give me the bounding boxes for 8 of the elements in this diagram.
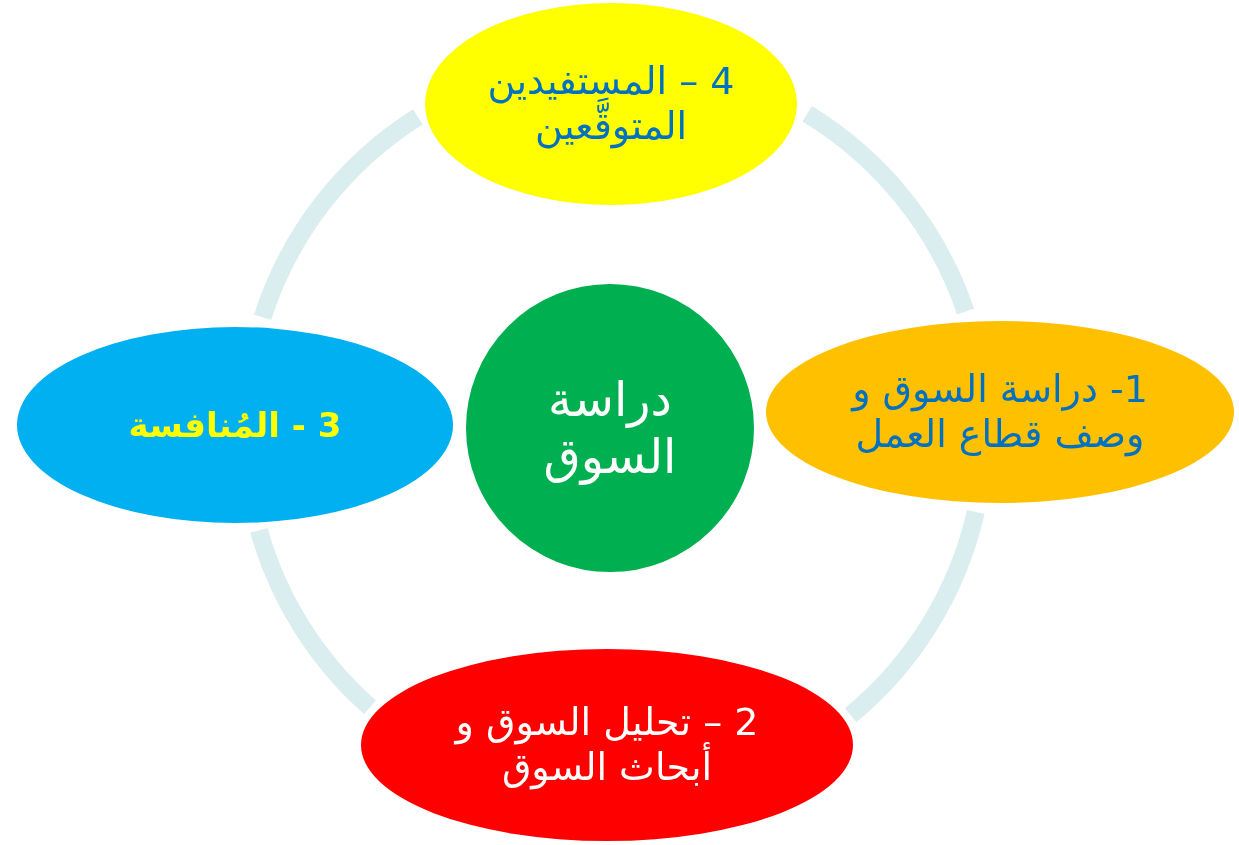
ring-arc [802, 106, 974, 315]
step-label: 3 - المُنافسة [127, 404, 343, 446]
step-label: 4 – المستفيدين المتوقَّعين [486, 59, 736, 149]
ring-arc [254, 109, 424, 321]
step-label: دراسة السوق [542, 371, 678, 485]
step-label: 1- دراسة السوق و وصف قطاع العمل [850, 367, 1149, 457]
step-label: 2 – تحليل السوق و أبحاث السوق [453, 700, 760, 790]
ring-arc [250, 527, 377, 714]
